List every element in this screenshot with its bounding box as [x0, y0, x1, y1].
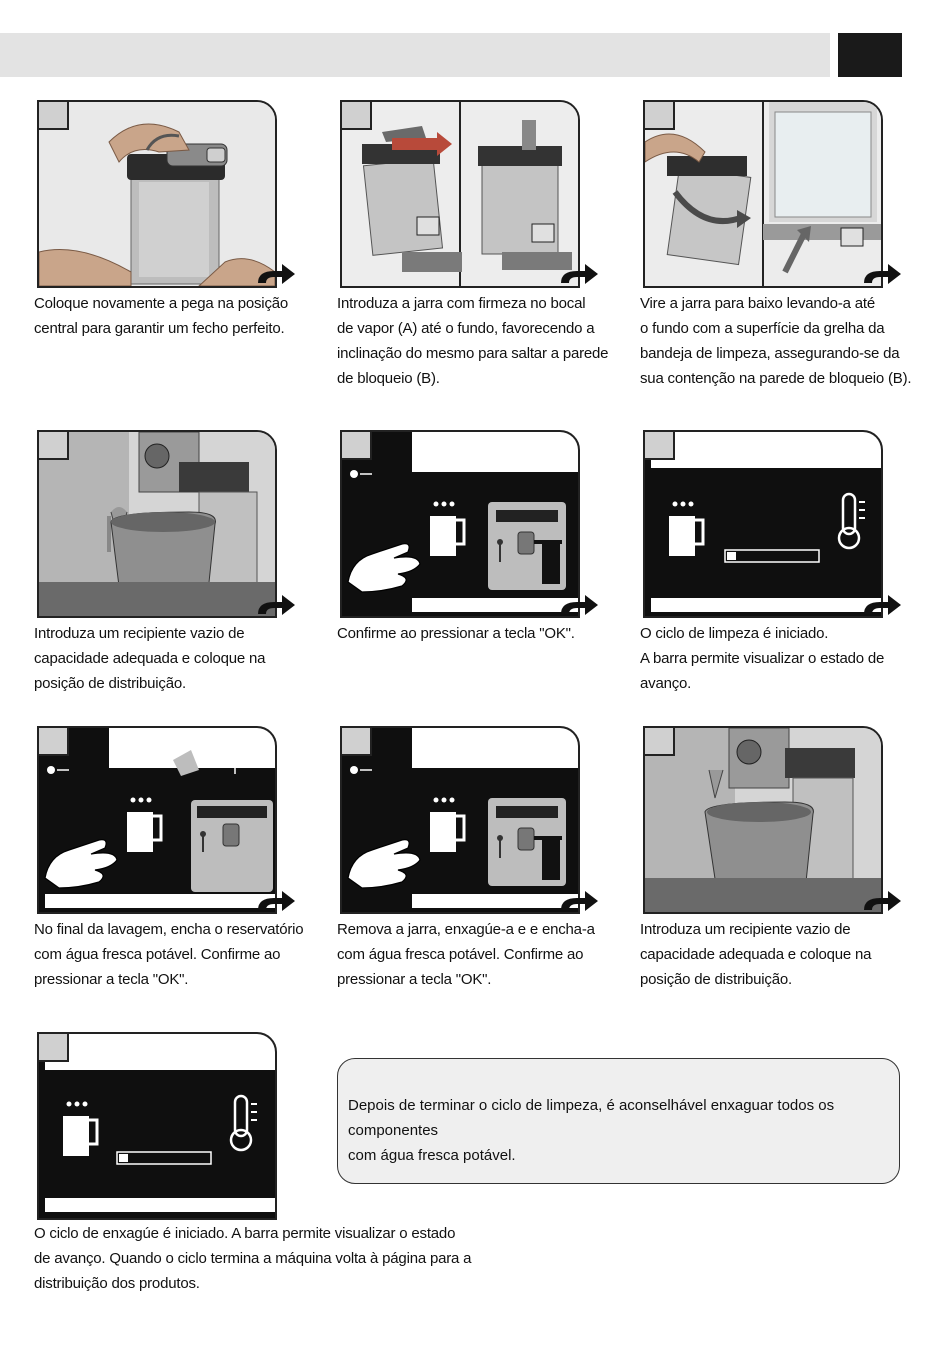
note-line: com água fresca potável. [348, 1147, 516, 1164]
step-5-image [340, 430, 580, 618]
arrow-next-icon [258, 264, 295, 284]
caption-line: capacidade adequada e coloque na [34, 650, 266, 667]
caption-line: A barra permite visualizar o estado de [640, 650, 885, 667]
caption-line: bandeja de limpeza, assegurando-se da [640, 345, 900, 362]
caption-line: inclinação do mesmo para saltar a parede [337, 345, 609, 362]
machine-icon [488, 798, 566, 886]
caption-line: de bloqueio (B). [337, 370, 440, 387]
milk-jug-icon [63, 1101, 99, 1156]
arrow-next-icon [561, 891, 598, 911]
step-9-caption: Introduza um recipiente vazio de capacid… [640, 917, 920, 992]
milk-jug-icon [127, 797, 163, 852]
display-confirm-screen [342, 432, 578, 616]
arrow-next-icon [864, 595, 901, 615]
note-text: Depois de terminar o ciclo de limpeza, é… [348, 1093, 888, 1168]
milk-jug-icon [669, 501, 705, 556]
step-number-box [39, 728, 69, 756]
caption-line: posição de distribuição. [34, 675, 186, 692]
step-1-caption: Coloque novamente a pega na posição cent… [34, 291, 314, 341]
arrow-next-icon [864, 264, 901, 284]
caption-line: distribuição dos produtos. [34, 1275, 200, 1292]
arrow-next-icon [561, 264, 598, 284]
hand-pointer-icon [347, 543, 421, 593]
caption-line: central para garantir um fecho perfeito. [34, 320, 285, 337]
step-4-image [37, 430, 277, 618]
progress-bar [116, 1151, 212, 1165]
jug-insert-photo [342, 102, 578, 286]
caption-line: pressionar a tecla "OK". [337, 971, 492, 988]
step-2-image [340, 100, 580, 288]
step-number-box [645, 102, 675, 130]
note-box: Depois de terminar o ciclo de limpeza, é… [337, 1058, 900, 1184]
caption-line: de vapor (A) até o fundo, favorecendo a [337, 320, 595, 337]
step-number-box [645, 728, 675, 756]
water-tank-icon [173, 750, 273, 892]
thermometer-icon [837, 492, 865, 550]
caption-line: No final da lavagem, encha o reservatóri… [34, 921, 304, 938]
arrow-next-icon [561, 595, 598, 615]
arrow-next-icon [258, 891, 295, 911]
header-bar [0, 33, 830, 77]
caption-line: com água fresca potável. Confirme ao [337, 946, 584, 963]
step-10-image [37, 1032, 277, 1220]
step-number-box [342, 432, 372, 460]
caption-line: sua contenção na parede de bloqueio (B). [640, 370, 912, 387]
step-9-image [643, 726, 883, 914]
step-8-image [340, 726, 580, 914]
step-3-image [643, 100, 883, 288]
container-placement-photo [645, 728, 881, 912]
caption-line: Vire a jarra para baixo levando-a até [640, 295, 875, 312]
caption-line: avanço. [640, 675, 692, 692]
display-rinse-jug [342, 728, 578, 912]
caption-line: Introduza um recipiente vazio de [34, 625, 245, 642]
caption-line: O ciclo de enxagúe é iniciado. A barra p… [34, 1225, 456, 1242]
step-8-caption: Remova a jarra, enxagúe-a e e encha-a co… [337, 917, 617, 992]
page-number-tab [838, 33, 902, 77]
progress-bar [724, 549, 820, 563]
hand-pointer-icon [347, 839, 421, 889]
step-number-box [342, 728, 372, 756]
step-7-image [37, 726, 277, 914]
machine-icon [488, 502, 566, 590]
step-1-image [37, 100, 277, 288]
jug-tilt-photo [645, 102, 881, 286]
note-line: Depois de terminar o ciclo de limpeza, é… [348, 1097, 835, 1139]
caption-line: Confirme ao pressionar a tecla "OK". [337, 625, 575, 642]
milk-jug-icon [430, 797, 466, 852]
caption-line: Introduza um recipiente vazio de [640, 921, 851, 938]
caption-line: O ciclo de limpeza é iniciado. [640, 625, 829, 642]
arrow-next-icon [864, 891, 901, 911]
caption-line: de avanço. Quando o ciclo termina a máqu… [34, 1250, 472, 1267]
caption-line: posição de distribuição. [640, 971, 792, 988]
arrow-next-icon [258, 595, 295, 615]
thermometer-icon [229, 1094, 257, 1152]
step-number-box [39, 1034, 69, 1062]
step-number-box [39, 102, 69, 130]
milk-jug-icon [430, 501, 466, 556]
step-5-caption: Confirme ao pressionar a tecla "OK". [337, 621, 617, 646]
step-6-image [643, 430, 883, 618]
hand-pointer-icon [44, 839, 118, 889]
caption-line: o fundo com a superfície da grelha da [640, 320, 885, 337]
step-3-caption: Vire a jarra para baixo levando-a até o … [640, 291, 930, 391]
step-number-box [342, 102, 372, 130]
step-number-box [645, 432, 675, 460]
container-placement-photo [39, 432, 275, 616]
caption-line: Introduza a jarra com firmeza no bocal [337, 295, 586, 312]
caption-line: com água fresca potável. Confirme ao [34, 946, 281, 963]
display-rinse-progress [39, 1034, 275, 1218]
jug-handle-photo [39, 102, 275, 286]
step-10-caption: O ciclo de enxagúe é iniciado. A barra p… [34, 1221, 474, 1296]
caption-line: Remova a jarra, enxagúe-a e e encha-a [337, 921, 595, 938]
display-refill-tank [39, 728, 275, 912]
step-4-caption: Introduza um recipiente vazio de capacid… [34, 621, 314, 696]
caption-line: capacidade adequada e coloque na [640, 946, 872, 963]
caption-line: pressionar a tecla "OK". [34, 971, 189, 988]
display-cleaning-progress [645, 432, 881, 616]
step-2-caption: Introduza a jarra com firmeza no bocal d… [337, 291, 617, 391]
caption-line: Coloque novamente a pega na posição [34, 295, 289, 312]
step-7-caption: No final da lavagem, encha o reservatóri… [34, 917, 324, 992]
step-number-box [39, 432, 69, 460]
step-6-caption: O ciclo de limpeza é iniciado. A barra p… [640, 621, 920, 696]
